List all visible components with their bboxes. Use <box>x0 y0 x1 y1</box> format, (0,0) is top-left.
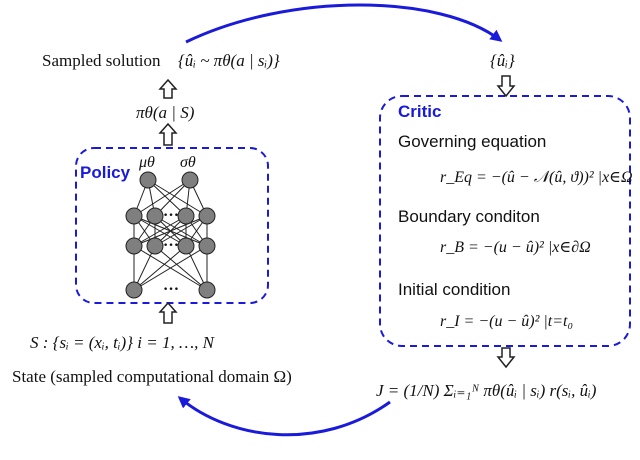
critic-section-formula: r_I = −(u − û)² |t=t₀ <box>440 313 574 330</box>
down-arrow-1 <box>496 75 516 98</box>
sigma-theta-label: σθ <box>180 154 196 171</box>
state-formula: S : {sᵢ = (xᵢ, tᵢ)} i = 1, …, N <box>30 333 214 352</box>
node-output-mu <box>139 171 157 189</box>
node-hidden <box>198 207 216 225</box>
critic-section-formula: r_Eq = −(û − 𝒩(û, ϑ))² |x∈Ω <box>440 169 633 186</box>
sampled-solution-label: Sampled solution <box>42 51 161 70</box>
critic-box <box>379 95 631 347</box>
sampled-solution-formula: {ûᵢ ~ πθ(a | sᵢ)} <box>178 51 280 70</box>
top-curved-arrow <box>185 3 503 44</box>
critic-title: Critic <box>398 102 442 121</box>
node-hidden <box>146 207 164 225</box>
policy-title: Policy <box>80 163 131 182</box>
critic-section-label: Boundary conditon <box>398 207 540 226</box>
bottom-curved-arrow <box>177 396 391 437</box>
up-arrow-3 <box>158 301 178 324</box>
node-hidden <box>125 207 143 225</box>
critic-section-label: Governing equation <box>398 132 547 151</box>
node-hidden <box>177 237 195 255</box>
up-arrow-2 <box>158 122 178 146</box>
node-hidden <box>177 207 195 225</box>
policy-box <box>75 147 269 304</box>
policy-output-formula: πθ(a | S) <box>136 103 195 122</box>
down-arrow-2 <box>496 347 516 369</box>
node-input <box>198 281 216 299</box>
hidden-ellipsis: … <box>163 233 179 250</box>
critic-section-formula: r_B = −(u − û)² |x∈∂Ω <box>440 239 591 256</box>
critic-section-label: Initial condition <box>398 280 511 299</box>
objective-formula: J = (1/N) Σᵢ₌₁ᴺ πθ(ûᵢ | sᵢ) r(sᵢ, ûᵢ) <box>376 381 597 400</box>
hidden-ellipsis: … <box>163 203 179 220</box>
input-ellipsis: … <box>163 277 179 294</box>
node-hidden <box>125 237 143 255</box>
up-arrow-1 <box>158 78 178 99</box>
node-hidden <box>198 237 216 255</box>
state-label: State (sampled computational domain Ω) <box>12 367 292 386</box>
node-hidden <box>146 237 164 255</box>
network-nodes <box>125 171 216 299</box>
mu-theta-label: μθ <box>139 154 155 171</box>
node-output-sigma <box>181 171 199 189</box>
node-input <box>125 281 143 299</box>
samples-label: {ûᵢ} <box>490 51 515 70</box>
